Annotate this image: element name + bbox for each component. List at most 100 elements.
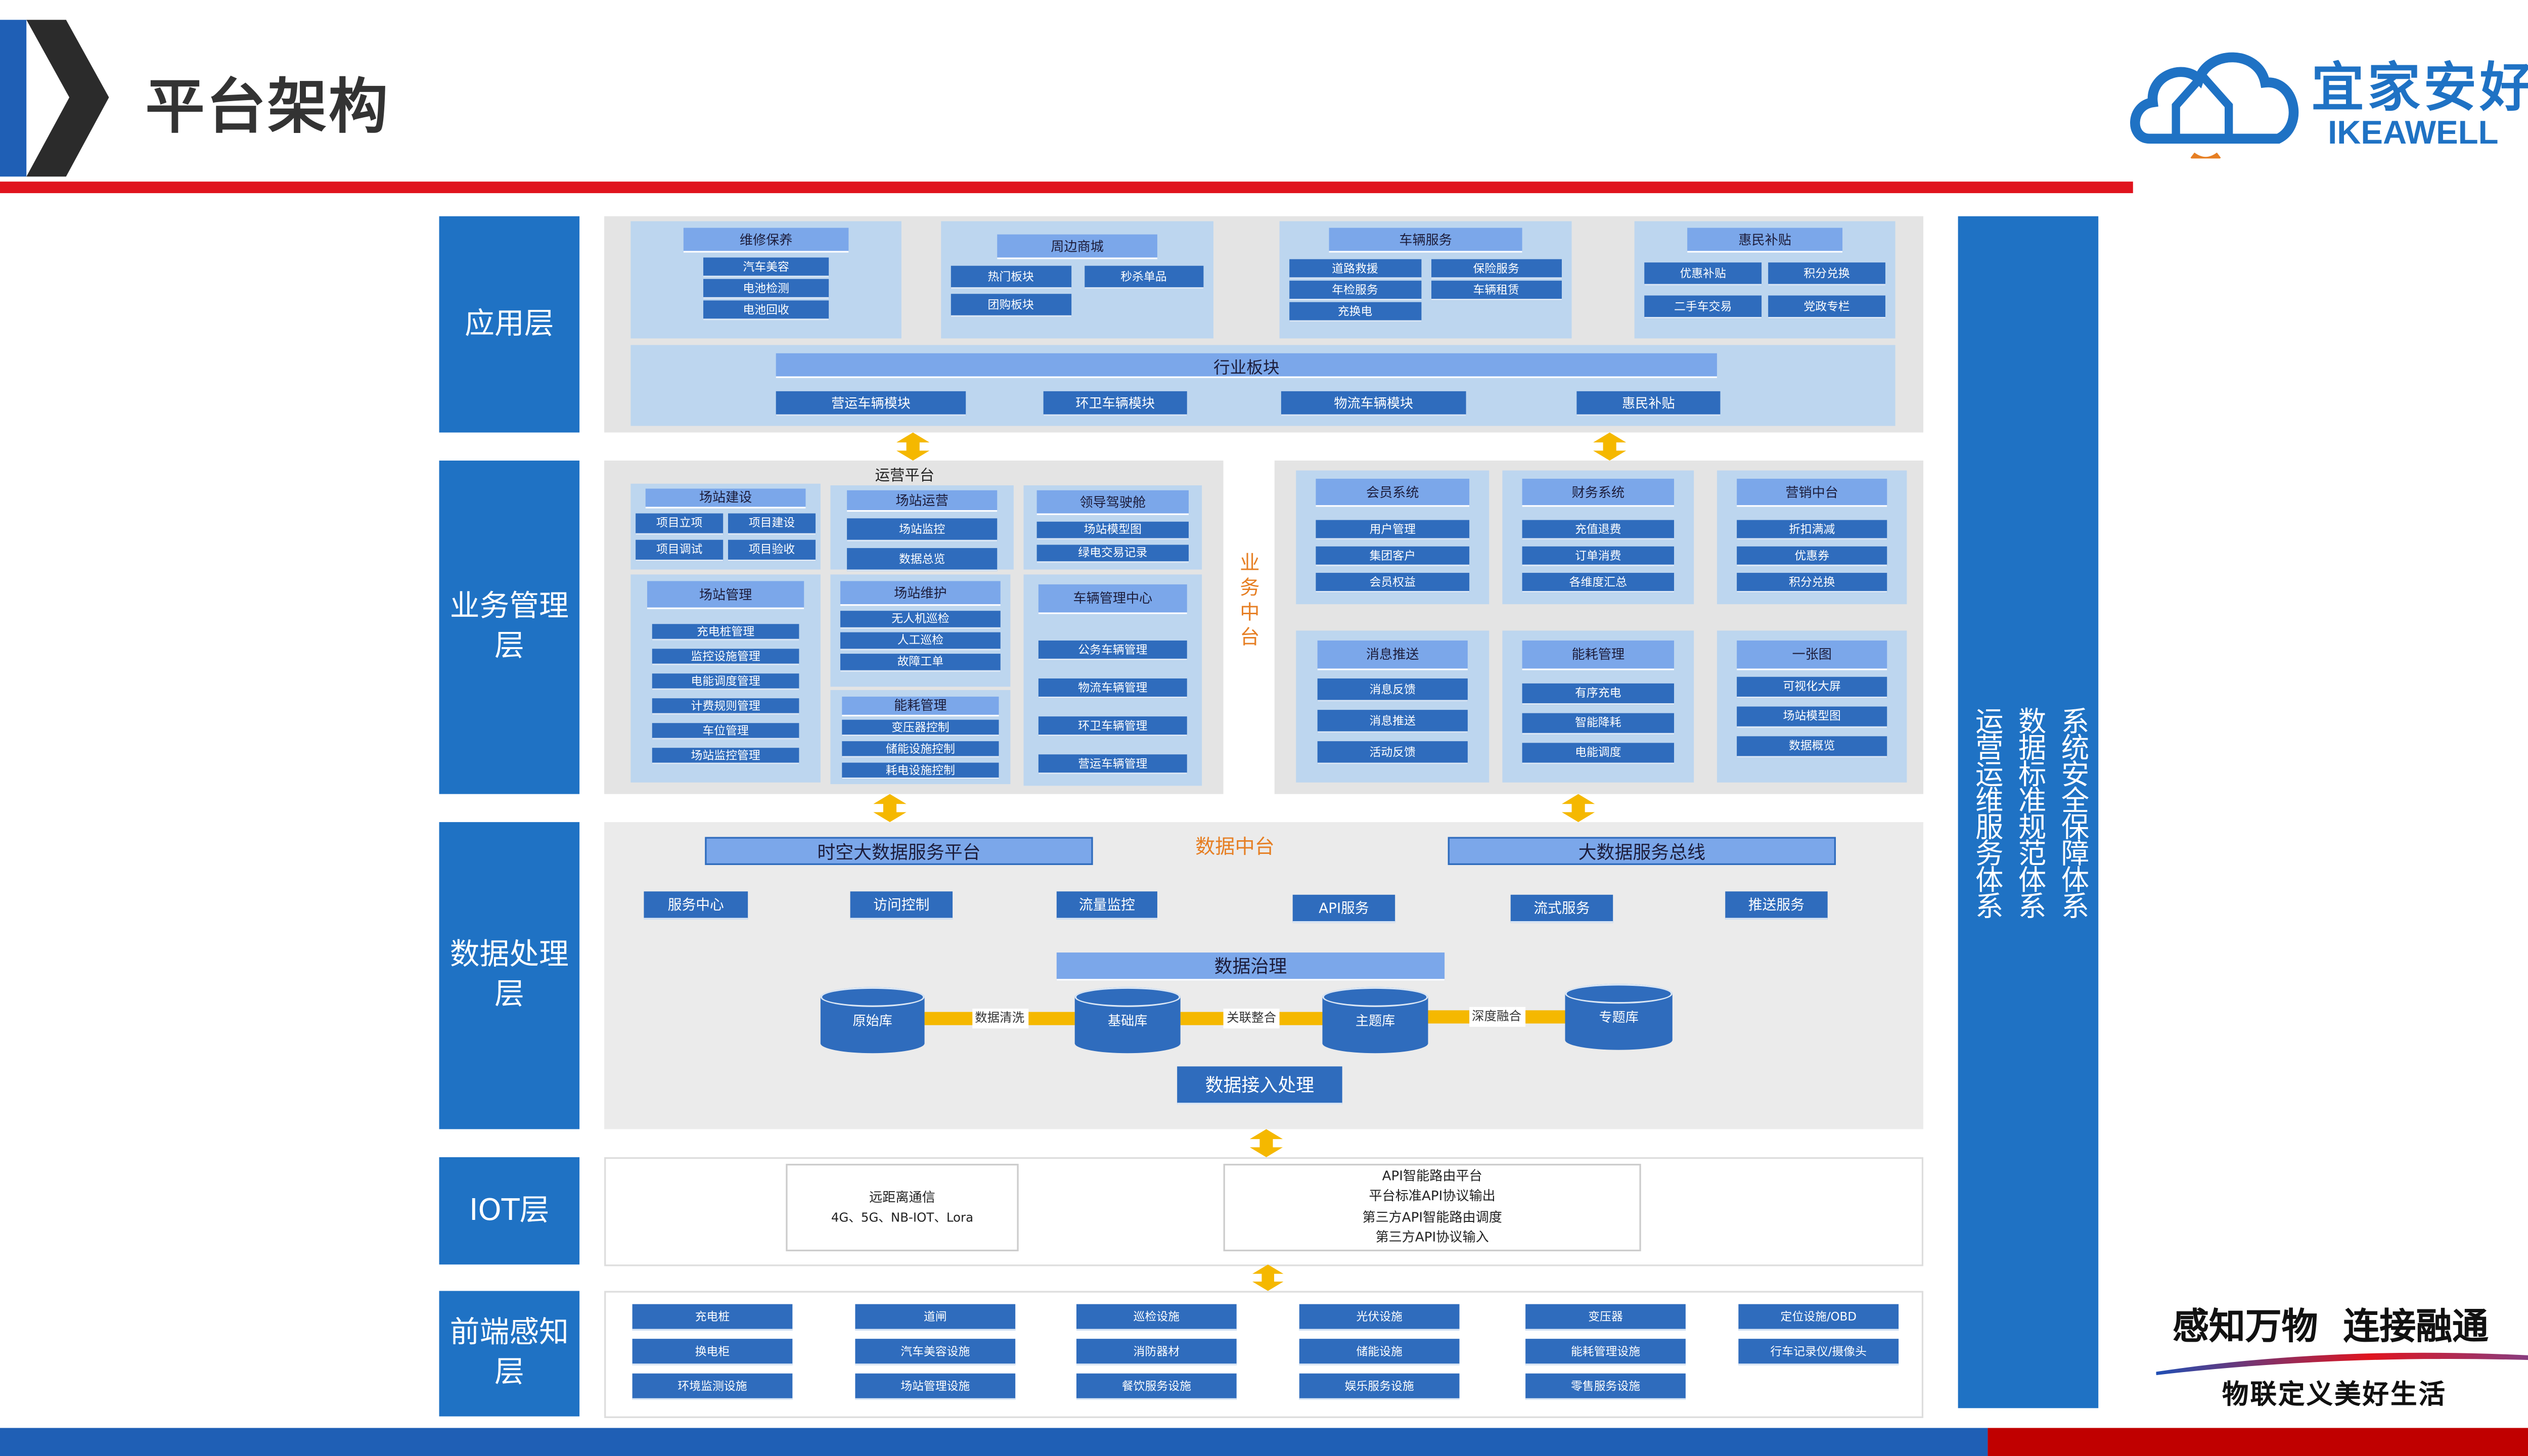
module-item: 道路救援 — [1289, 259, 1421, 279]
module-item: 环境监测设施 — [632, 1373, 793, 1400]
module-item: 各维度汇总 — [1522, 573, 1675, 593]
ops-group: 场站维护 无人机巡检人工巡检故障工单 — [830, 574, 1011, 687]
double-arrow-icon — [1593, 432, 1627, 461]
module-item: 积分兑换 — [1737, 573, 1887, 593]
item-list: 消息反馈消息推送活动反馈 — [1317, 678, 1468, 764]
database-icon: 专题库 — [1565, 984, 1673, 1050]
double-arrow-icon — [1561, 794, 1595, 823]
group-header: 场站运营 — [847, 490, 998, 512]
database-icon: 主题库 — [1322, 987, 1428, 1054]
data-governance: 数据治理 — [1056, 952, 1445, 981]
ops-group: 场站运营 场站监控数据总览 — [830, 485, 1014, 571]
item-list: 有序充电智能降耗电能调度 — [1522, 683, 1675, 764]
item-list: 道路救援年检服务充换电保险服务车辆租赁 — [1289, 259, 1562, 322]
service-box: 流量监控 — [1056, 891, 1157, 920]
module-item: 故障工单 — [840, 654, 1001, 672]
ops-group: 领导驾驶舱 场站模型图绿电交易记录 — [1023, 485, 1202, 570]
module-item: 耗电设施控制 — [842, 762, 999, 780]
api-line: 第三方API协议输入 — [1375, 1230, 1489, 1245]
module-item: 变压器 — [1525, 1304, 1686, 1331]
module-item: 道闸 — [855, 1304, 1016, 1331]
comm-box: 远距离通信 4G、5G、NB-IOT、Lora — [786, 1164, 1019, 1252]
module-item: 车位管理 — [652, 723, 799, 740]
logo-en: IKEAWELL — [2328, 115, 2499, 152]
module-item: 年检服务 — [1289, 281, 1421, 301]
module-item: 保险服务 — [1430, 259, 1562, 279]
module-item: 智能降耗 — [1522, 713, 1675, 735]
double-arrow-icon — [873, 794, 907, 823]
group-header: 场站管理 — [647, 581, 804, 609]
item-list: 充值退费订单消费各维度汇总 — [1522, 520, 1675, 593]
spatiotemporal-platform: 时空大数据服务平台 — [705, 837, 1093, 866]
footer-bar-red — [1988, 1428, 2528, 1456]
pillar-security: 系统安全保障体系 — [2054, 706, 2088, 918]
module-item: 消防器材 — [1076, 1339, 1237, 1366]
industry-item: 惠民补贴 — [1576, 391, 1721, 416]
item-list: 道闸汽车美容设施场站管理设施 — [855, 1304, 1016, 1400]
group-header: 场站建设 — [645, 488, 806, 509]
module-item: 定位设施/OBD — [1738, 1304, 1899, 1331]
module-item: 换电柜 — [632, 1339, 793, 1366]
group-header: 消息推送 — [1317, 640, 1468, 670]
service-box: 访问控制 — [850, 891, 953, 920]
title-divider — [0, 181, 2133, 194]
module-item: 电能调度 — [1522, 743, 1675, 764]
middle-group: 财务系统 充值退费订单消费各维度汇总 — [1502, 470, 1694, 605]
module-item: 会员权益 — [1316, 573, 1470, 593]
module-item: 场站监控 — [847, 518, 998, 542]
logo: 宜家安好 IKEAWELL — [2127, 43, 2528, 162]
item-list: 变压器控制储能设施控制耗电设施控制 — [842, 719, 999, 780]
module-item: 党政专栏 — [1768, 295, 1885, 319]
middle-group: 能耗管理 有序充电智能降耗电能调度 — [1502, 630, 1694, 783]
module-item: 充值退费 — [1522, 520, 1675, 540]
module-item: 秒杀单品 — [1084, 265, 1204, 289]
comm-title: 远距离通信 — [869, 1189, 935, 1205]
item-list: 场站模型图绿电交易记录 — [1036, 521, 1189, 563]
group-header: 周边商城 — [997, 234, 1157, 259]
module-item: 可视化大屏 — [1737, 676, 1887, 699]
module-item: 充电桩 — [632, 1304, 793, 1331]
module-item: 电池回收 — [703, 300, 829, 321]
item-list: 场站监控数据总览 — [847, 518, 998, 571]
logo-cn: 宜家安好 — [2311, 56, 2528, 119]
layer-business: 业务管理层 — [439, 461, 580, 794]
module-item: 数据概览 — [1737, 736, 1887, 758]
layer-application: 应用层 — [439, 216, 580, 433]
module-item: 能耗管理设施 — [1525, 1339, 1686, 1366]
app-group: 车辆服务 道路救援年检服务充换电保险服务车辆租赁 — [1279, 221, 1572, 339]
module-item: 储能设施控制 — [842, 741, 999, 758]
module-item: 数据总览 — [847, 548, 998, 571]
slogan-sub: 物联定义美好生活 — [2222, 1378, 2447, 1410]
module-item: 场站管理设施 — [855, 1373, 1016, 1400]
group-header: 维修保养 — [683, 228, 849, 253]
group-header: 能耗管理 — [842, 696, 999, 717]
page-title: 平台架构 — [145, 74, 390, 142]
service-box: API服务 — [1292, 894, 1395, 923]
flow-arrow: 关联整合 — [1180, 1009, 1323, 1029]
module-item: 优惠补贴 — [1644, 262, 1762, 286]
api-line: 平台标准API协议输出 — [1369, 1189, 1496, 1204]
service-box: 流式服务 — [1510, 894, 1613, 923]
industry-item: 营运车辆模块 — [776, 391, 966, 416]
double-arrow-icon — [896, 432, 930, 461]
module-item: 公务车辆管理 — [1038, 640, 1187, 661]
module-item: 消息反馈 — [1317, 678, 1468, 702]
industry-card: 行业板块 营运车辆模块 环卫车辆模块 物流车辆模块 惠民补贴 — [630, 345, 1895, 426]
group-header: 车辆服务 — [1329, 228, 1522, 253]
module-item: 活动反馈 — [1317, 741, 1468, 764]
module-item: 项目立项 — [636, 513, 724, 535]
ops-platform-title: 运营平台 — [875, 469, 935, 486]
support-pillar: 运营运维服务体系 数据标准规范体系 系统安全保障体系 — [1958, 216, 2099, 1408]
module-item: 项目验收 — [728, 539, 816, 562]
module-item: 电能调度管理 — [652, 673, 799, 690]
module-item: 电池检测 — [703, 279, 829, 299]
group-header: 能耗管理 — [1522, 640, 1675, 670]
module-item: 充电桩管理 — [652, 624, 799, 641]
group-header: 会员系统 — [1316, 478, 1470, 507]
item-list: 热门板块秒杀单品团购板块 — [951, 265, 1204, 317]
module-item: 无人机巡检 — [840, 611, 1001, 629]
ops-group: 场站管理 充电桩管理监控设施管理电能调度管理计费规则管理车位管理场站监控管理 — [630, 574, 821, 783]
database-icon: 原始库 — [820, 987, 925, 1054]
